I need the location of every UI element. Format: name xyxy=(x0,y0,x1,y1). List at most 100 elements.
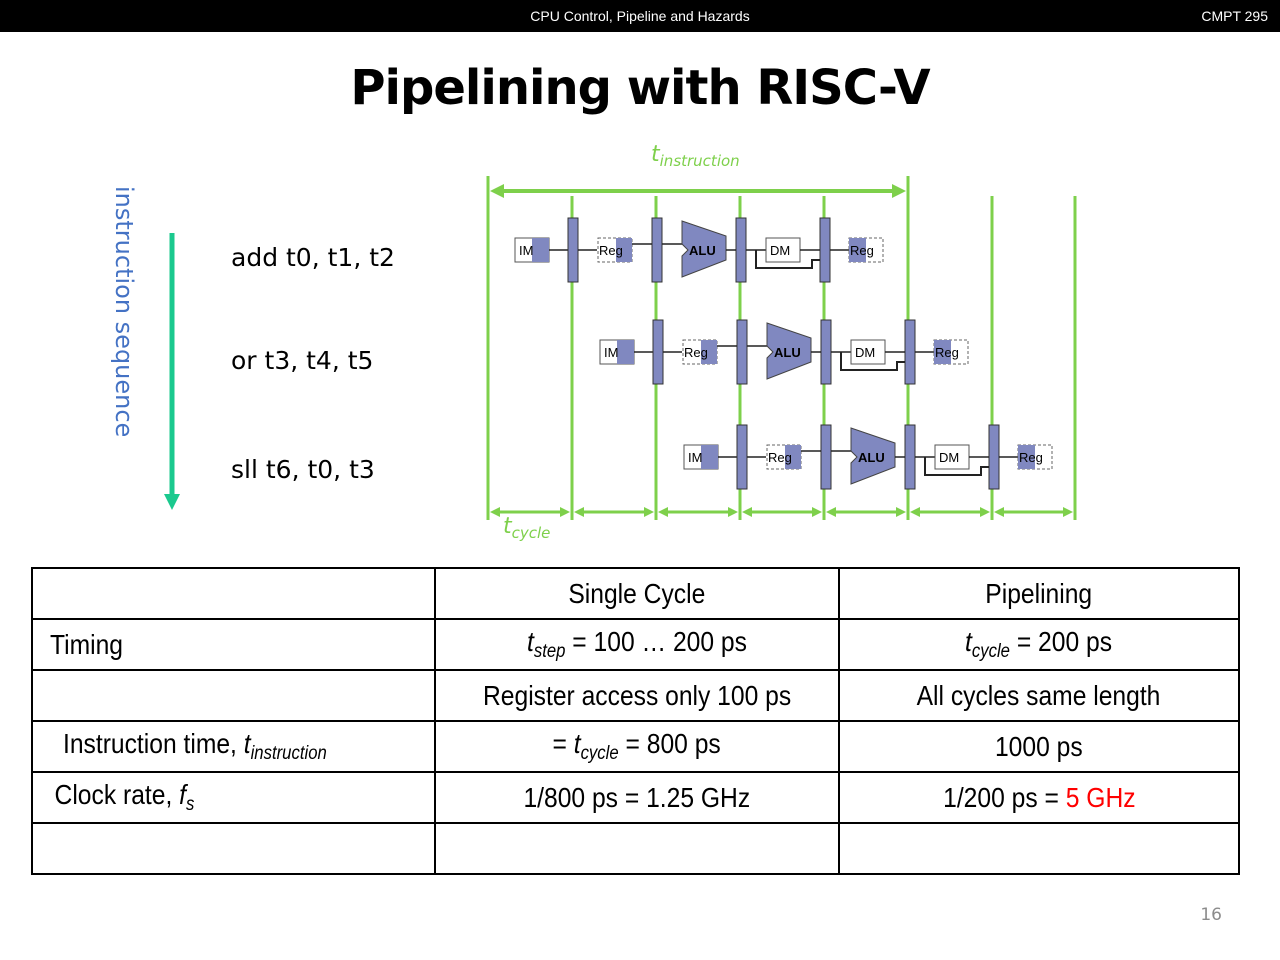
pipeline-register xyxy=(736,424,748,490)
pipeline-register xyxy=(988,424,1000,490)
dm-box xyxy=(765,237,801,263)
bypass-wire xyxy=(755,250,820,269)
stage-label-alu: ALU xyxy=(774,345,801,360)
reg-write-fill xyxy=(934,340,951,364)
row-label: Instruction time, tinstruction xyxy=(31,720,436,773)
arrowhead-right xyxy=(728,507,738,517)
reg-read-fill xyxy=(785,445,801,469)
cell-single: = tcycle = 800 ps xyxy=(434,720,840,773)
highlight-value: 5 GHz xyxy=(1065,781,1136,813)
im-fill xyxy=(617,340,634,364)
cell-pipe: 1/200 ps = 5 GHz xyxy=(838,771,1240,824)
cell-pipe: tcycle = 200 ps xyxy=(838,618,1240,671)
row-label: Clock rate, fs xyxy=(31,771,436,824)
table-header-row: Single Cycle Pipelining xyxy=(31,567,1240,620)
cell-single: tstep = 100 … 200 ps xyxy=(434,618,840,671)
pipeline-register xyxy=(652,319,664,385)
stage-label-reg: Reg xyxy=(935,345,959,360)
cell-pipe xyxy=(838,822,1240,875)
cell-pipe: All cycles same length xyxy=(838,669,1240,722)
instruction-sequence-label: instruction sequence xyxy=(110,186,138,438)
bypass-wire xyxy=(924,457,989,476)
alu-shape xyxy=(850,427,896,485)
pipeline-register xyxy=(820,424,832,490)
cell-single: 1/800 ps = 1.25 GHz xyxy=(434,771,840,824)
arrowhead-right xyxy=(896,507,906,517)
instruction-2: or t3, t4, t5 xyxy=(231,346,374,375)
comparison-table: Single Cycle Pipelining Timing tstep = 1… xyxy=(31,567,1240,875)
arrowhead-right xyxy=(892,184,906,198)
table-row: Timing tstep = 100 … 200 ps tcycle = 200… xyxy=(31,618,1240,671)
t-instruction-label: tinstruction xyxy=(651,142,740,170)
stage-label-reg: Reg xyxy=(684,345,708,360)
cell-single: Register access only 100 ps xyxy=(434,669,840,722)
dm-box xyxy=(850,339,886,365)
reg-read-fill xyxy=(616,238,632,262)
arrowhead-left xyxy=(994,507,1004,517)
header-cell-empty xyxy=(31,567,436,620)
stage-label-alu: ALU xyxy=(858,450,885,465)
stage-label-reg: Reg xyxy=(599,243,623,258)
pipeline-register xyxy=(736,319,748,385)
pipeline-register xyxy=(735,217,747,283)
reg-write-fill xyxy=(1018,445,1035,469)
row-label: Timing xyxy=(31,618,436,671)
header-cell-pipelining: Pipelining xyxy=(838,567,1240,620)
reg-read-fill xyxy=(701,340,717,364)
stage-label-reg: Reg xyxy=(850,243,874,258)
instruction-pipeline-row: IM Reg ALU DM Reg xyxy=(514,217,884,283)
instruction-pipeline-row: IM Reg ALU DM Reg xyxy=(683,424,1053,490)
pipeline-register xyxy=(567,217,579,283)
cell-single xyxy=(434,822,840,875)
page-number: 16 xyxy=(1200,905,1222,925)
arrowhead-left xyxy=(574,507,584,517)
sequence-arrow xyxy=(164,233,180,510)
header-bar: CPU Control, Pipeline and Hazards CMPT 2… xyxy=(0,0,1280,32)
stage-label-dm: DM xyxy=(770,243,790,258)
arrowhead-right xyxy=(560,507,570,517)
stage-label-dm: DM xyxy=(939,450,959,465)
stage-label-reg: Reg xyxy=(1019,450,1043,465)
reg-write-fill xyxy=(849,238,866,262)
cell-pipe-highlight: 1000 ps xyxy=(838,720,1240,773)
stage-label-im: IM xyxy=(604,345,618,360)
arrowhead-right xyxy=(812,507,822,517)
arrowhead-left xyxy=(826,507,836,517)
table-row: Register access only 100 ps All cycles s… xyxy=(31,669,1240,722)
arrowhead-left xyxy=(658,507,668,517)
im-fill xyxy=(532,238,549,262)
stage-label-im: IM xyxy=(688,450,702,465)
arrowhead-right xyxy=(980,507,990,517)
slide-title: Pipelining with RISC-V xyxy=(350,60,930,116)
stage-label-dm: DM xyxy=(855,345,875,360)
instruction-3: sll t6, t0, t3 xyxy=(231,455,375,484)
arrowhead-left xyxy=(490,184,504,198)
bypass-wire xyxy=(840,352,905,371)
arrowhead-left xyxy=(742,507,752,517)
arrowhead-left xyxy=(910,507,920,517)
stage-label-alu: ALU xyxy=(689,243,716,258)
row-label xyxy=(31,822,436,875)
deck-title: CPU Control, Pipeline and Hazards xyxy=(530,8,750,24)
row-label xyxy=(31,669,436,722)
arrowhead-right xyxy=(1063,507,1073,517)
im-fill xyxy=(701,445,718,469)
stage-label-reg: Reg xyxy=(768,450,792,465)
table-row xyxy=(31,822,1240,875)
arrowhead-left xyxy=(490,507,500,517)
table-row: Instruction time, tinstruction = tcycle … xyxy=(31,720,1240,773)
alu-shape xyxy=(766,322,812,380)
pipeline-register xyxy=(820,319,832,385)
course-code: CMPT 295 xyxy=(1201,8,1268,24)
arrowhead-right xyxy=(644,507,654,517)
pipeline-register xyxy=(904,424,916,490)
table-row: Clock rate, fs 1/800 ps = 1.25 GHz 1/200… xyxy=(31,771,1240,824)
alu-shape xyxy=(681,220,727,278)
stage-label-im: IM xyxy=(519,243,533,258)
header-cell-single-cycle: Single Cycle xyxy=(434,567,840,620)
pipeline-register xyxy=(819,217,831,283)
pipeline-register xyxy=(904,319,916,385)
instruction-1: add t0, t1, t2 xyxy=(231,243,395,272)
